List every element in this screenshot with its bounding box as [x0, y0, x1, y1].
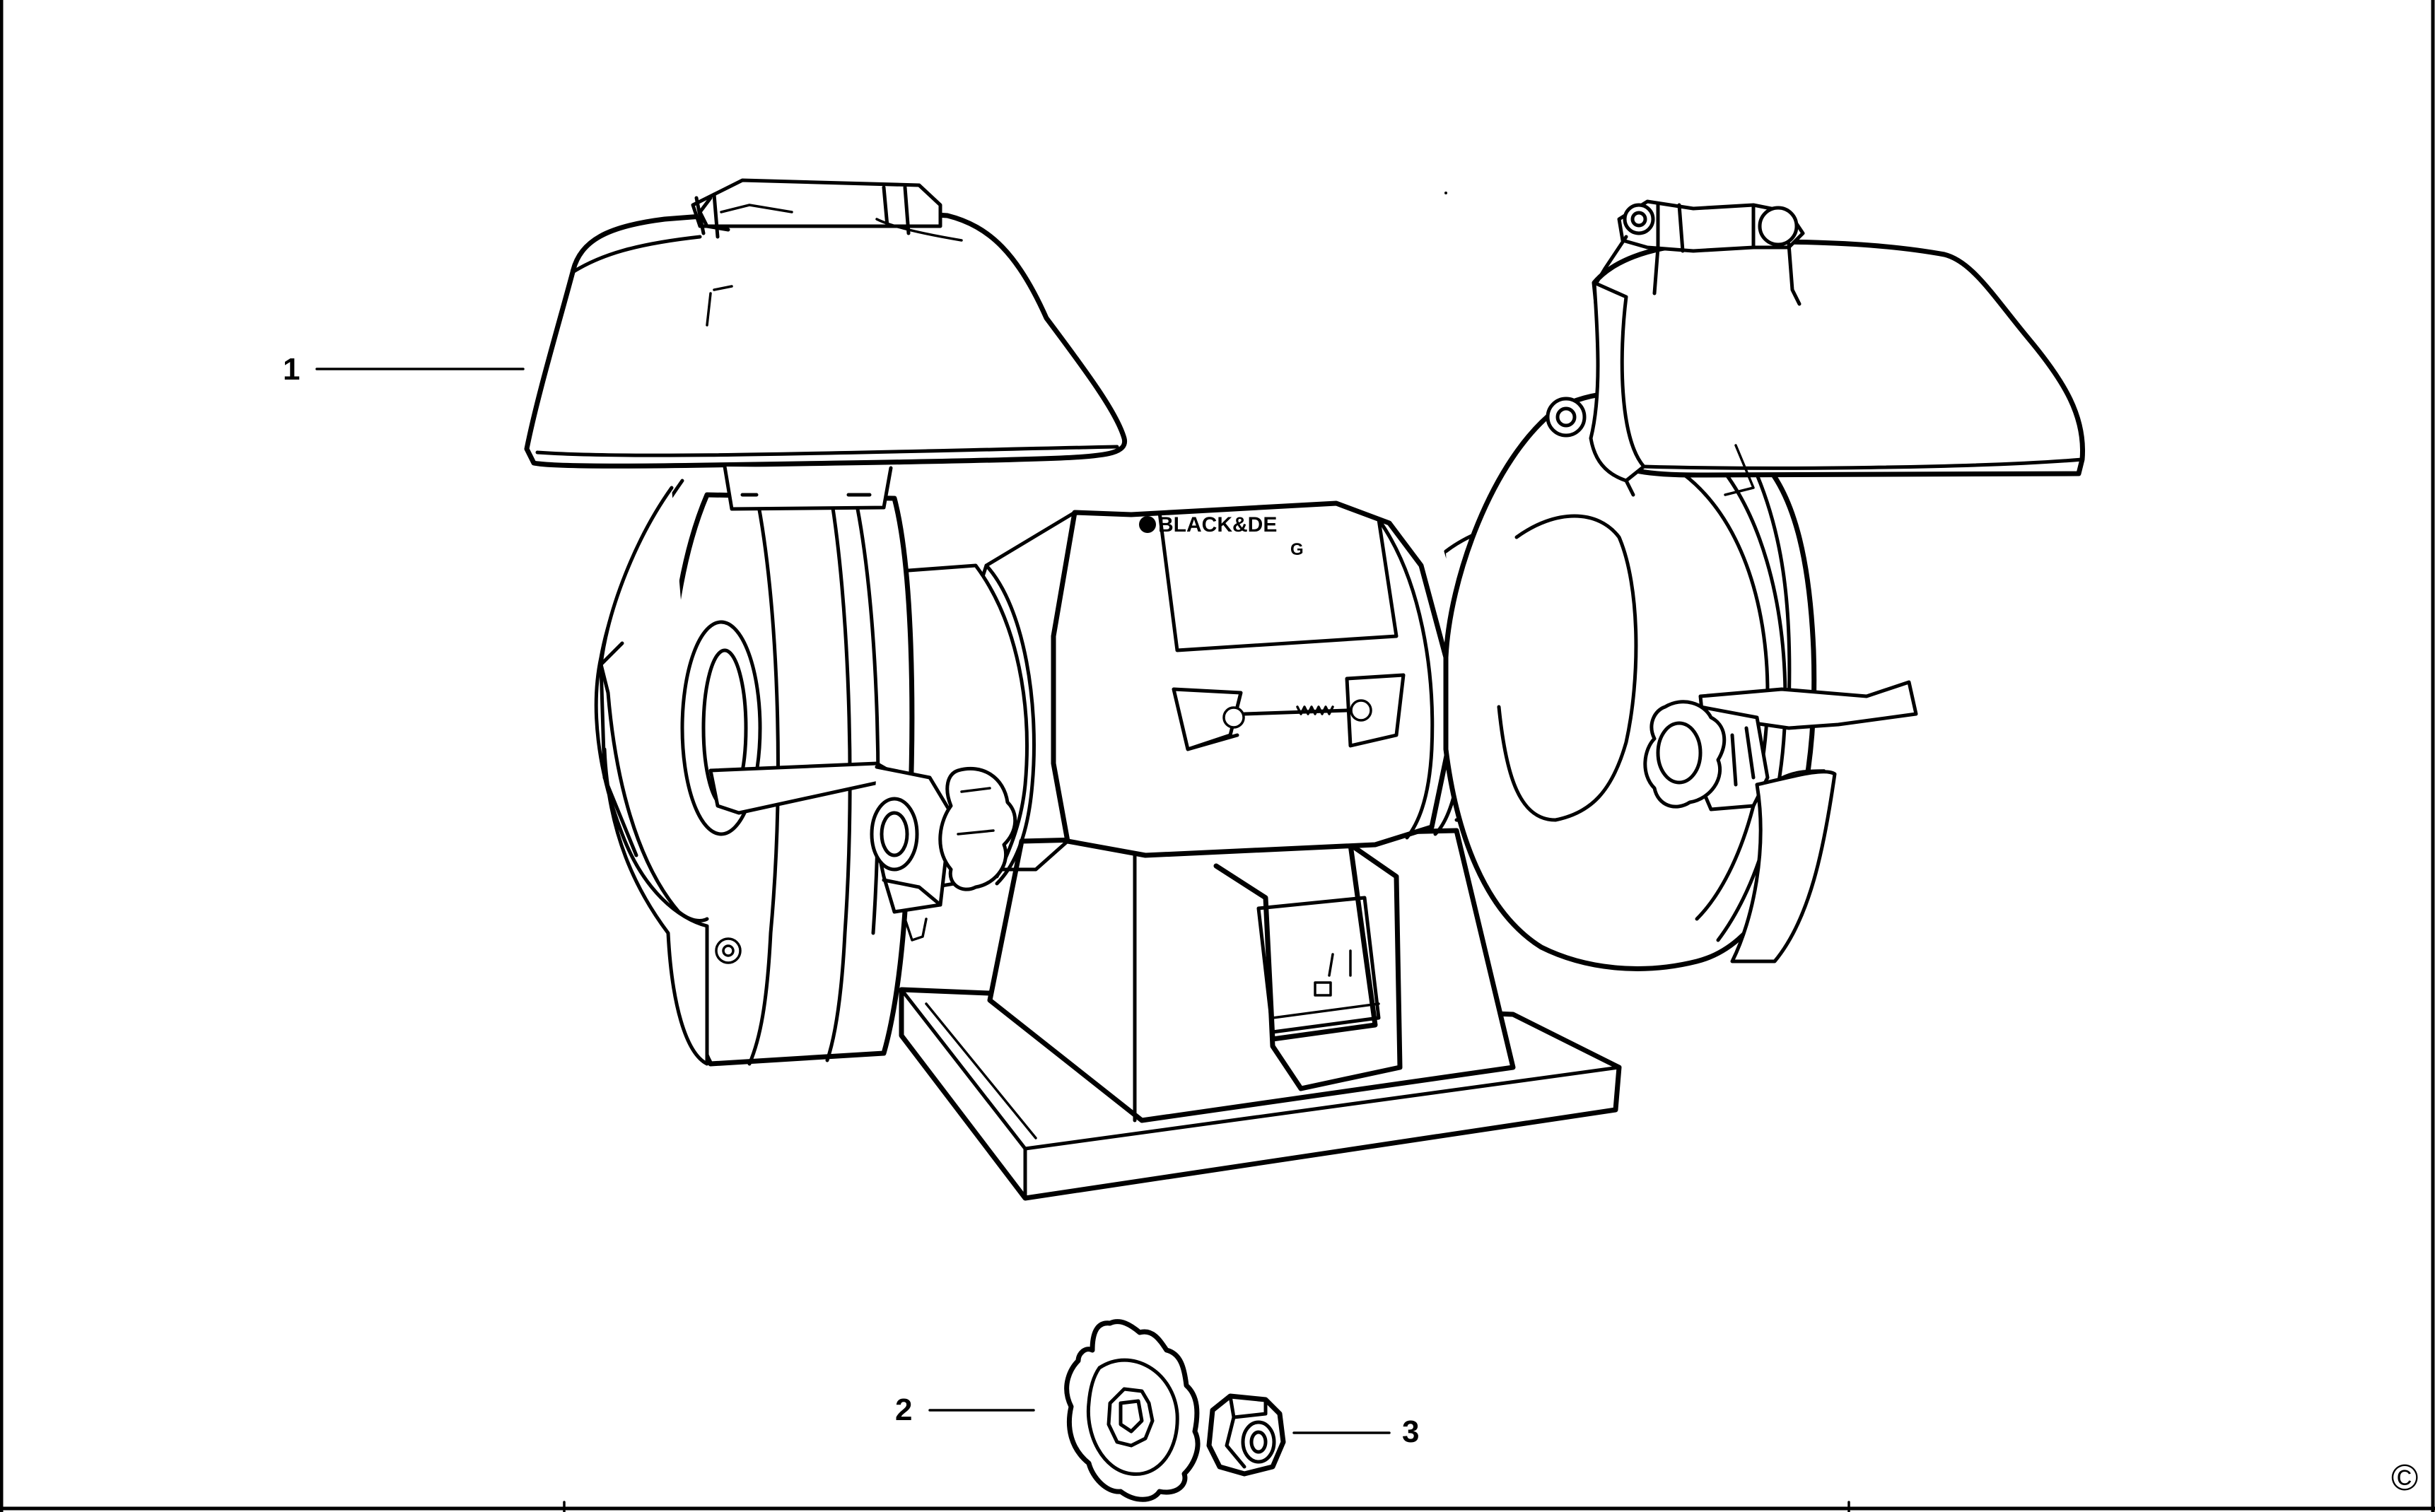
wheel-nut [1206, 1393, 1286, 1477]
grinding-wheel-flange [1064, 1319, 1201, 1502]
eye-shield-left [524, 178, 1128, 511]
callout-3-label: 3 [1402, 1414, 1419, 1449]
brand-label: BLACK&DE [1158, 513, 1277, 537]
right-wheel-assembly [1443, 390, 1918, 971]
callout-1-label: 1 [283, 352, 300, 387]
copyright-symbol: © [2391, 1458, 2418, 1499]
callout-2-label: 2 [895, 1393, 912, 1427]
left-wheel-assembly [594, 479, 1017, 1067]
callouts: 1 2 3 [283, 352, 1419, 1449]
eye-shield-right [1546, 199, 2086, 497]
brand-suffix: G [1290, 540, 1304, 559]
switch-housing [1213, 842, 1403, 1091]
